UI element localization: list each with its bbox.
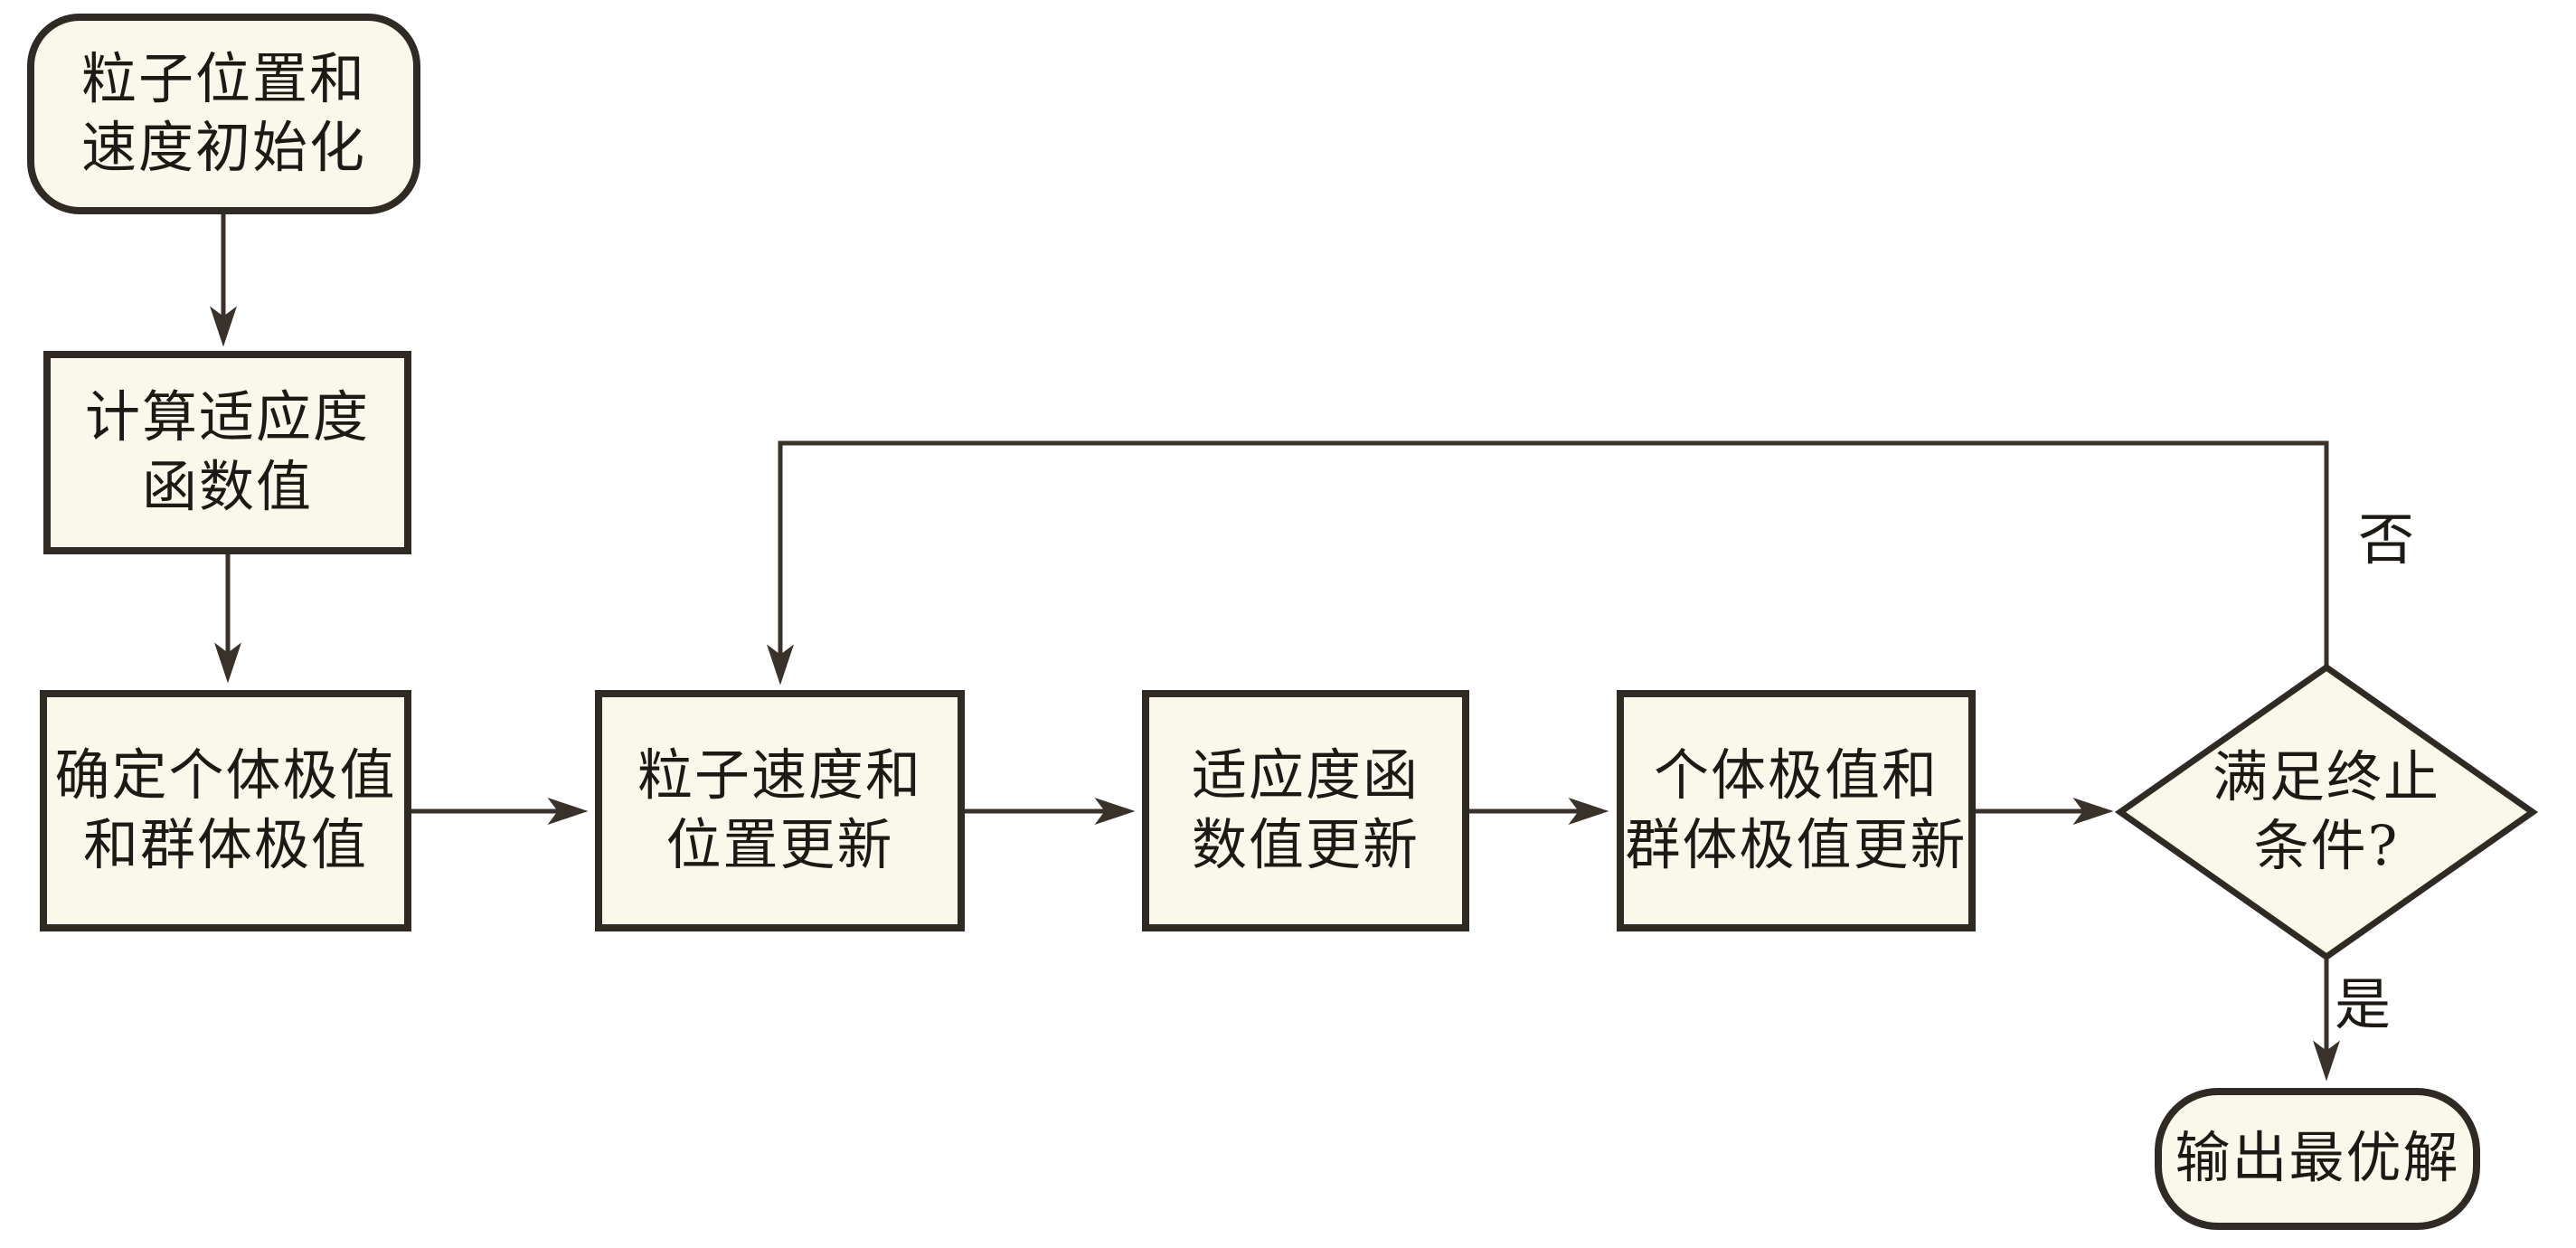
decision-diamond-shape <box>2114 663 2539 961</box>
node-label-line: 位置更新 <box>665 812 894 877</box>
node-label-line: 粒子速度和 <box>637 743 922 808</box>
decision-termination-condition: 满足终止 条件? <box>2156 717 2496 907</box>
node-label-line: 数值更新 <box>1191 812 1420 877</box>
node-update-velocity-position: 粒子速度和 位置更新 <box>595 690 965 931</box>
node-label-line: 计算适应度 <box>84 385 370 450</box>
edge-label-no: 否 <box>2358 506 2415 572</box>
node-label-line: 满足终止 <box>2212 744 2440 809</box>
node-label-line: 群体极值更新 <box>1625 812 1967 877</box>
node-label-line: 输出最优解 <box>2175 1126 2460 1191</box>
node-label-line: 确定个体极值 <box>54 743 397 808</box>
node-init: 粒子位置和 速度初始化 <box>27 14 420 214</box>
node-label-line: 条件? <box>2253 814 2400 878</box>
node-label-line: 函数值 <box>141 454 313 519</box>
node-update-extremes: 个体极值和 群体极值更新 <box>1617 690 1976 931</box>
node-update-fitness: 适应度函 数值更新 <box>1142 690 1469 931</box>
edge-label-yes: 是 <box>2335 971 2392 1037</box>
node-calc-fitness: 计算适应度 函数值 <box>43 351 411 554</box>
node-label-line: 适应度函 <box>1191 743 1420 808</box>
node-label-line: 速度初始化 <box>80 116 366 180</box>
node-label-line: 和群体极值 <box>82 812 368 877</box>
node-determine-extremes: 确定个体极值 和群体极值 <box>40 690 411 931</box>
node-output-solution: 输出最优解 <box>2155 1088 2480 1230</box>
connector-condition-no-feedback <box>767 440 2329 685</box>
node-label-line: 粒子位置和 <box>80 46 366 111</box>
node-label-line: 个体极值和 <box>1653 743 1939 808</box>
